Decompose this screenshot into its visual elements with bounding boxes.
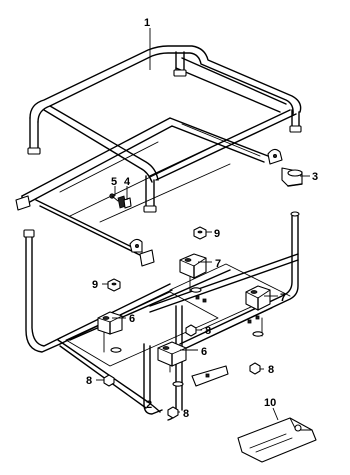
callout-9a: 9: [214, 228, 220, 240]
callout-6a: 6: [129, 313, 135, 325]
nut-9b: [107, 278, 121, 292]
nut-9a: [193, 226, 207, 240]
leader-lines: [96, 28, 310, 421]
hardware-bag-part: [237, 417, 317, 463]
callout-7a: 7: [215, 258, 221, 270]
callout-8b: 8: [86, 375, 92, 387]
callout-labels: 1 2 3 4 5 6 6 7 7 8 8 8 8 9 9 10: [86, 17, 318, 420]
callout-5: 5: [111, 176, 117, 188]
upper-frame-part: [27, 45, 302, 213]
callout-7b: 7: [280, 292, 286, 304]
lower-frame-part: [23, 211, 300, 421]
callout-8c: 8: [268, 364, 274, 376]
small-hardware: [109, 193, 132, 209]
nut-8a: [185, 324, 197, 337]
callout-6b: 6: [201, 346, 207, 358]
callout-8d: 8: [183, 408, 189, 420]
nut-8d: [167, 406, 179, 419]
callout-4: 4: [124, 176, 131, 188]
isolator-mount-6b: [157, 341, 187, 367]
callout-2: 2: [146, 399, 152, 411]
nut-8b: [103, 374, 115, 387]
callout-10: 10: [264, 397, 276, 409]
isolator-mount-7a: [179, 253, 207, 279]
callout-9b: 9: [92, 279, 98, 291]
callout-1: 1: [144, 17, 150, 29]
isolator-mount-6a: [97, 311, 123, 335]
callout-8a: 8: [205, 325, 211, 337]
isolator-mount-7b: [245, 285, 271, 311]
nut-8c: [249, 362, 261, 375]
callout-3: 3: [312, 171, 318, 183]
mounting-rail-assembly: [15, 117, 303, 267]
foot-bracket-part: [281, 167, 303, 187]
